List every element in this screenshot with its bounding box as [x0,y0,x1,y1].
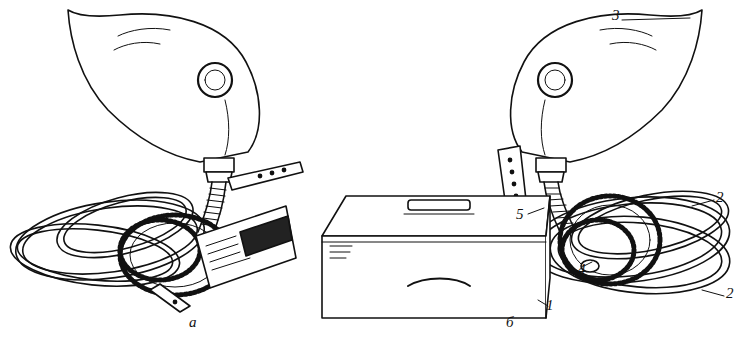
belt-a [150,162,303,312]
callout-number: 2 [716,190,724,205]
instruction-card-a [196,206,296,288]
coiled-hose-b [526,179,734,301]
callout-number: 5 [516,207,524,222]
storage-box [322,196,550,318]
leader-lines [528,18,724,306]
callout-number: 3 [612,8,620,23]
callout-number: 4 [578,262,586,277]
panel-letter: а [189,315,197,330]
callout-number: 1 [546,298,554,313]
hood-mask-b [511,10,702,162]
hood-mask-a [68,10,259,162]
callout-number: 2 [726,286,734,301]
panel-letter: б [506,315,514,330]
